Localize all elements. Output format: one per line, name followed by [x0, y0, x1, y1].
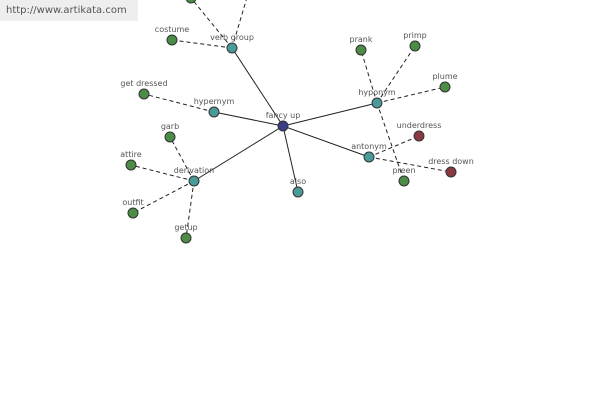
node-label-hyponym: hyponym	[358, 88, 396, 97]
node-dot-verb-top-a[interactable]	[185, 0, 197, 4]
edge-fancy-up-to-antonym	[282, 125, 370, 158]
edges-layer	[130, 0, 452, 239]
edge-fancy-up-to-also	[282, 125, 299, 193]
node-dot-hyponym[interactable]	[371, 97, 383, 109]
nodes-layer: fancy up verb group hypernym hyponym antonym…	[120, 0, 474, 244]
edge-hyponym-to-primp	[376, 45, 416, 104]
edge-derivation-to-garb	[169, 136, 195, 182]
node-also[interactable]: also	[290, 177, 306, 198]
node-dot-hypernym[interactable]	[208, 106, 220, 118]
node-label-derivation: derivation	[174, 166, 214, 175]
node-label-plume: plume	[432, 72, 457, 81]
edge-antonym-to-underdress	[368, 135, 420, 158]
node-fancy-up[interactable]: fancy up	[266, 111, 301, 132]
node-dot-antonym[interactable]	[363, 151, 375, 163]
node-label-costume: costume	[155, 25, 189, 34]
node-dress-down[interactable]: dress down	[428, 157, 474, 178]
node-prank[interactable]: prank	[350, 35, 373, 56]
node-dot-outfit[interactable]	[127, 207, 139, 219]
node-attire[interactable]: attire	[120, 150, 142, 171]
node-label-attire: attire	[120, 150, 142, 159]
edge-verb-group-to-verb-top-b	[231, 0, 247, 49]
node-label-getup: getup	[174, 223, 197, 232]
node-underdress[interactable]: underdress	[397, 121, 442, 142]
node-hyponym[interactable]: hyponym	[358, 88, 396, 109]
node-dot-costume[interactable]	[166, 34, 178, 46]
node-outfit[interactable]: outfit	[122, 198, 144, 219]
node-dot-primp[interactable]	[409, 40, 421, 52]
node-dot-derivation[interactable]	[188, 175, 200, 187]
edge-fancy-up-to-derivation	[193, 125, 284, 182]
node-dot-verb-group[interactable]	[226, 42, 238, 54]
node-label-verb-group: verb group	[210, 33, 254, 42]
node-primp[interactable]: primp	[403, 31, 427, 52]
edge-verb-group-to-verb-top-a	[191, 0, 233, 49]
node-label-dress-down: dress down	[428, 157, 474, 166]
node-dot-attire[interactable]	[125, 159, 137, 171]
node-dot-get-dressed[interactable]	[138, 88, 150, 100]
node-antonym[interactable]: antonym	[351, 142, 387, 163]
edge-derivation-to-outfit	[132, 180, 195, 214]
edge-hyponym-to-prank	[360, 49, 378, 104]
node-label-garb: garb	[161, 122, 179, 131]
node-label-outfit: outfit	[122, 198, 143, 207]
node-plume[interactable]: plume	[432, 72, 458, 93]
node-label-hypernym: hypernym	[194, 97, 235, 106]
node-hypernym[interactable]: hypernym	[194, 97, 235, 118]
node-label-fancy-up: fancy up	[266, 111, 301, 120]
node-dot-also[interactable]	[292, 186, 304, 198]
node-dot-preen[interactable]	[398, 175, 410, 187]
edge-fancy-up-to-verb-group	[231, 47, 284, 127]
edge-fancy-up-to-hypernym	[213, 111, 284, 127]
node-get-dressed[interactable]: get dressed	[120, 79, 168, 100]
node-costume[interactable]: costume	[155, 25, 189, 46]
node-label-preen: preen	[392, 166, 415, 175]
node-dot-prank[interactable]	[355, 44, 367, 56]
node-verb-top-a[interactable]	[185, 0, 197, 4]
edge-verb-group-to-costume	[171, 39, 233, 49]
node-label-antonym: antonym	[351, 142, 387, 151]
node-preen[interactable]: preen	[392, 166, 416, 187]
edge-derivation-to-getup	[185, 180, 195, 239]
node-getup[interactable]: getup	[174, 223, 198, 244]
node-garb[interactable]: garb	[161, 122, 179, 143]
edge-fancy-up-to-hyponym	[282, 102, 378, 127]
node-derivation[interactable]: derivation	[174, 166, 214, 187]
node-dot-underdress[interactable]	[413, 130, 425, 142]
node-dot-dress-down[interactable]	[445, 166, 457, 178]
node-label-also: also	[290, 177, 306, 186]
edge-hyponym-to-plume	[376, 86, 446, 104]
node-dot-plume[interactable]	[439, 81, 451, 93]
node-dot-fancy-up[interactable]	[277, 120, 289, 132]
node-label-primp: primp	[403, 31, 426, 40]
edge-derivation-to-attire	[130, 164, 195, 182]
edge-hypernym-to-get-dressed	[143, 93, 215, 113]
watermark-url: http://www.artikata.com	[0, 0, 138, 21]
node-label-underdress: underdress	[397, 121, 442, 130]
node-label-prank: prank	[350, 35, 373, 44]
node-label-get-dressed: get dressed	[120, 79, 167, 88]
node-dot-garb[interactable]	[164, 131, 176, 143]
node-verb-group[interactable]: verb group	[210, 33, 254, 54]
node-dot-getup[interactable]	[180, 232, 192, 244]
